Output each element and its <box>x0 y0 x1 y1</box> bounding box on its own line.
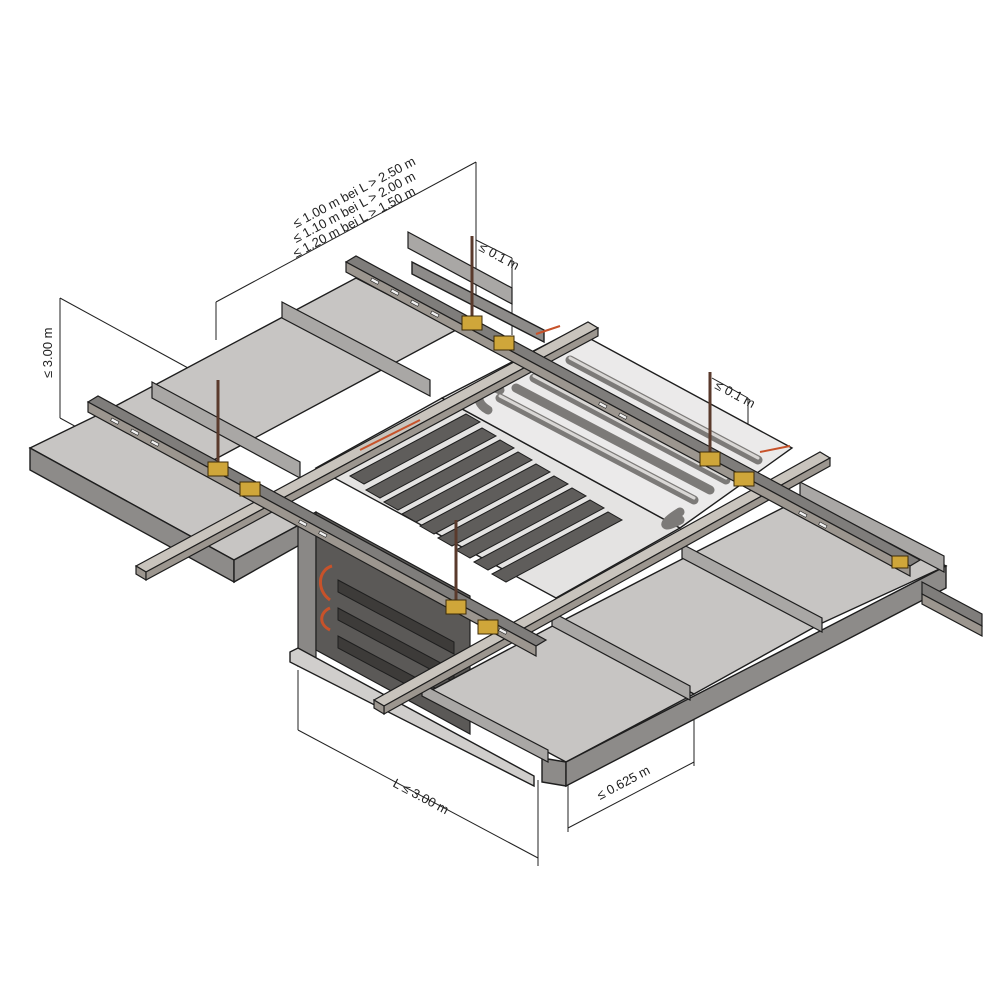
channel-rail-offcut <box>921 581 983 637</box>
edge-offset-label-b: ≤ 0.1 m <box>713 377 758 411</box>
cooling-bars <box>348 413 624 583</box>
slotted-channels <box>86 255 922 658</box>
hanger-spacing-label: ≤ 3.00 m <box>40 328 55 379</box>
left-ceiling-panels <box>28 230 545 584</box>
front-panel-ducts <box>319 564 455 711</box>
cooling-zone <box>289 329 794 788</box>
suspension-clamps <box>207 315 909 635</box>
channel-slots <box>110 277 828 635</box>
length-label: L ≤ 3.00 m <box>391 775 452 817</box>
right-ceiling-panels <box>421 481 983 788</box>
panel-width-label: ≤ 0.625 m <box>594 762 652 802</box>
hangers <box>207 236 909 635</box>
edge-offset-label-a: ≤ 0.1 m <box>477 239 522 273</box>
